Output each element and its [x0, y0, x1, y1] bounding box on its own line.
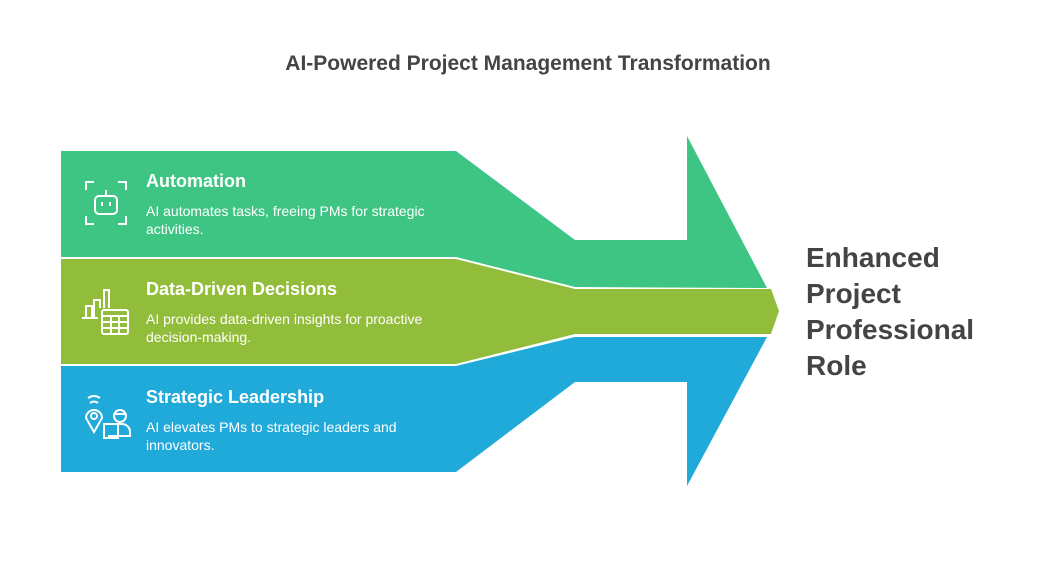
- data-decisions-band: [61, 259, 779, 364]
- robot-icon: [85, 181, 127, 225]
- strategic-leadership-item: Strategic Leadership AI elevates PMs to …: [146, 387, 466, 454]
- data-decisions-item: Data-Driven Decisions AI provides data-d…: [146, 279, 466, 346]
- item-heading: Data-Driven Decisions: [146, 279, 338, 299]
- result-label: Enhanced Project Professional Role: [806, 242, 975, 381]
- item-text: AI elevates PMs to strategic leaders and…: [146, 419, 397, 453]
- item-text: AI provides data-driven insights for pro…: [146, 311, 423, 345]
- diagram-title: AI-Powered Project Management Transforma…: [285, 52, 771, 75]
- strategic-leadership-band: [61, 337, 767, 486]
- chart-table-icon: [82, 289, 129, 335]
- leader-location-icon: [84, 395, 131, 439]
- item-text: AI automates tasks, freeing PMs for stra…: [146, 203, 425, 237]
- automation-band: [61, 136, 767, 288]
- item-heading: Strategic Leadership: [146, 387, 325, 407]
- item-heading: Automation: [146, 171, 246, 191]
- automation-item: Automation AI automates tasks, freeing P…: [146, 171, 466, 238]
